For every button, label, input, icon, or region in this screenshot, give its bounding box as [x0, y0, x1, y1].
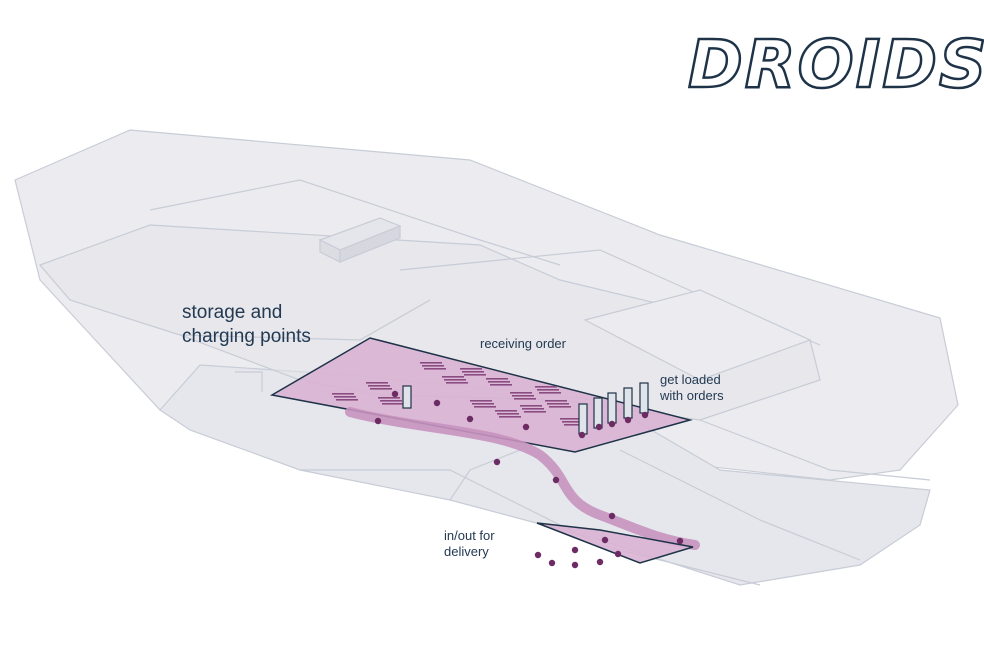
- droid-grid-block: [442, 376, 464, 378]
- storage-label: storage and charging points: [182, 301, 311, 349]
- droid-grid-block: [474, 406, 496, 408]
- droid-grid-block: [334, 396, 356, 398]
- droid-marker: [571, 546, 579, 554]
- droid-grid-block: [464, 374, 486, 376]
- droid-grid-block: [490, 384, 512, 386]
- droid-grid-block: [562, 421, 584, 423]
- droid-grid-block: [444, 379, 466, 381]
- page-title: DROIDS: [687, 26, 984, 103]
- droid-marker: [374, 417, 382, 425]
- droid-grid-block: [446, 382, 468, 384]
- droid-grid-block: [420, 362, 442, 364]
- droid-grid-block: [332, 393, 354, 395]
- receiving-label: receiving order: [480, 336, 566, 351]
- droid-grid-block: [520, 405, 542, 407]
- droid-grid-block: [560, 418, 582, 420]
- droid-grid-block: [488, 381, 510, 383]
- droid-grid: [332, 362, 586, 426]
- droid-marker: [595, 423, 603, 431]
- droid-marker: [608, 420, 616, 428]
- droid-grid-block: [522, 408, 544, 410]
- droid-marker: [466, 415, 474, 423]
- droid-grid-block: [486, 378, 508, 380]
- droid-grid-block: [422, 365, 444, 367]
- loaded-label-line-1: get loaded: [660, 372, 721, 387]
- droid-grid-block: [539, 392, 561, 394]
- storage-label-line-1: storage and: [182, 302, 283, 323]
- droid-grid-block: [336, 399, 358, 401]
- droid-grid-block: [460, 368, 482, 370]
- droid-grid-block: [366, 382, 388, 384]
- delivery-label-line-2: delivery: [444, 544, 489, 560]
- droid-grid-block: [535, 386, 557, 388]
- droid-grid-block: [472, 403, 494, 405]
- droid-marker: [641, 411, 649, 419]
- droid-marker: [596, 558, 604, 566]
- droid-grid-block: [470, 400, 492, 402]
- droid-grid-block: [370, 388, 392, 390]
- storage-label-line-2: charging points: [182, 325, 311, 347]
- droid-grid-block: [497, 413, 519, 415]
- loaded-label-line-2: with orders: [660, 388, 724, 404]
- droid-marker: [676, 537, 684, 545]
- droid-marker: [534, 551, 542, 559]
- droid-grid-block: [495, 410, 517, 412]
- droid-grid-block: [462, 371, 484, 373]
- droid-grid-block: [547, 403, 569, 405]
- droid-marker: [608, 512, 616, 520]
- droid-grid-block: [514, 398, 536, 400]
- delivery-label: in/out for delivery: [444, 528, 495, 561]
- droid-grid-block: [382, 403, 404, 405]
- droid-marker: [601, 536, 609, 544]
- delivery-zone: [536, 522, 694, 564]
- droid-grid-block: [545, 400, 567, 402]
- droid-marker: [571, 561, 579, 569]
- droid-grid-block: [499, 416, 521, 418]
- building-massing: [14, 129, 959, 586]
- droid-grid-block: [368, 385, 390, 387]
- droid-marker: [548, 559, 556, 567]
- droid-grid-block: [524, 411, 546, 413]
- droid-marker: [391, 390, 399, 398]
- droid-grid-block: [378, 397, 400, 399]
- droid-grid-block: [424, 368, 446, 370]
- droid-grid-block: [510, 392, 532, 394]
- delivery-ramp-path: [345, 407, 700, 550]
- droid-marker: [522, 423, 530, 431]
- droid-marker: [578, 431, 586, 439]
- droid-grid-block: [512, 395, 534, 397]
- delivery-label-line-1: in/out for: [444, 528, 495, 543]
- droid-marker: [614, 550, 622, 558]
- droid-grid-block: [380, 400, 402, 402]
- droid-marker: [493, 458, 501, 466]
- droid-grid-block: [564, 424, 586, 426]
- droid-grid-block: [537, 389, 559, 391]
- droid-marker: [624, 416, 632, 424]
- loaded-label: get loaded with orders: [660, 372, 724, 405]
- droids: [374, 390, 684, 569]
- droid-marker: [433, 399, 441, 407]
- droid-grid-block: [549, 406, 571, 408]
- droid-marker: [552, 476, 560, 484]
